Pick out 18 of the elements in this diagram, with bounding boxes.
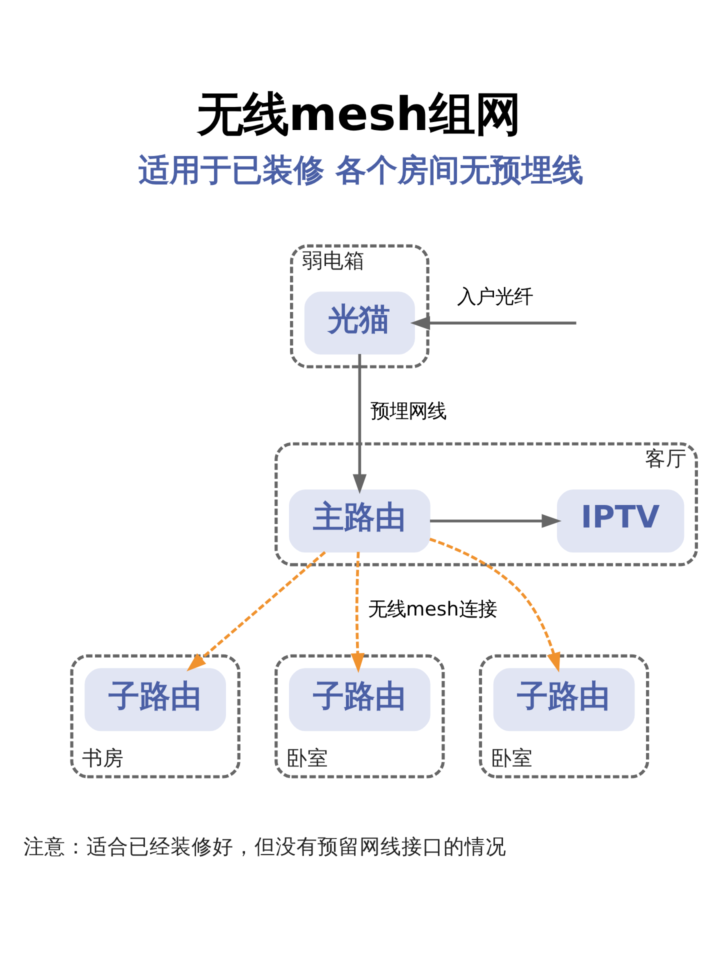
arrow [410, 316, 576, 330]
label: 适用于已装修 各个房间无预埋线 [138, 152, 584, 188]
arrow [186, 550, 326, 671]
node-box: 子路由 [84, 668, 226, 731]
edge-label: 预埋网线 [370, 399, 447, 422]
node-box: 主路由 [288, 489, 430, 552]
node-box: 子路由 [288, 668, 430, 731]
node-box: 光猫 [304, 291, 415, 354]
edge-label: 入户光纤 [456, 284, 533, 308]
arrow [430, 514, 562, 528]
diagram-title: 无线mesh组网 [196, 86, 521, 141]
edge-label: 无线mesh连接 [368, 596, 497, 620]
arrow [429, 537, 560, 672]
arrow [350, 551, 365, 673]
node-box: IPTV [556, 489, 684, 552]
node-box: 子路由 [493, 668, 635, 731]
arrow [352, 354, 367, 494]
label: 注意：适合已经装修好，但没有预留网线接口的情况 [24, 834, 507, 858]
